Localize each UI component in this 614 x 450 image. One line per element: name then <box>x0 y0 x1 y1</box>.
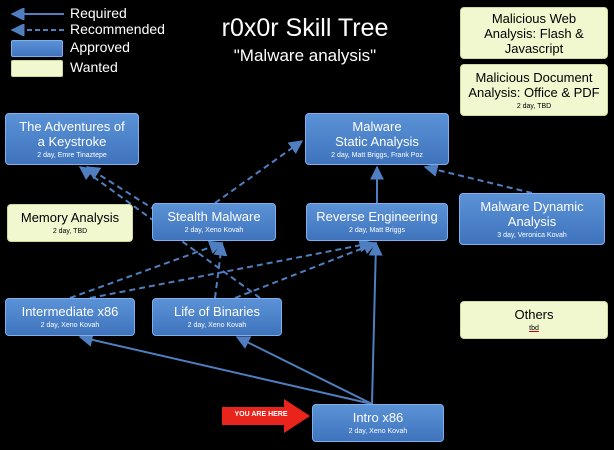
node-title: Life of Binaries <box>174 304 260 319</box>
node-reverse-engineering[interactable]: Reverse Engineering 2 day, Matt Briggs <box>306 203 448 241</box>
node-title: Malicious Document Analysis: Office & PD… <box>468 69 600 100</box>
required-arrow-icon <box>10 8 64 20</box>
node-adventures-of-a-keystroke[interactable]: The Adventures of a Keystroke 2 day, Emr… <box>5 113 139 165</box>
red-arrow-icon <box>222 399 310 433</box>
page-title: r0x0r Skill Tree <box>221 14 389 42</box>
you-are-here-label: YOU ARE HERE <box>234 411 288 418</box>
node-others[interactable]: Others tbd <box>460 301 608 339</box>
node-subtitle: 2 day, Xeno Kovah <box>40 322 100 329</box>
node-subtitle: 2 day, TBD <box>516 102 552 110</box>
node-subtitle: 2 day, Xeno Kovah <box>187 322 247 329</box>
node-title: Memory Analysis <box>20 210 120 225</box>
node-title: Malicious Web Analysis: Flash & Javascri… <box>484 10 584 56</box>
node-title: Intermediate x86 <box>21 304 119 319</box>
recommended-dashed-arrow-icon <box>10 24 64 36</box>
edge-intro-to-intermediate <box>78 332 373 405</box>
page-subtitle: "Malware analysis" <box>233 46 377 65</box>
node-subtitle: 2 day, Matt Briggs, Frank Poz <box>331 151 423 159</box>
legend-recommended-label: Recommended <box>70 21 165 37</box>
edge-intermediate-to-reverse <box>89 238 374 299</box>
node-subtitle: tbd <box>529 325 539 332</box>
edge-binaries-to-reverse <box>234 241 378 299</box>
node-subtitle: 2 day, Matt Briggs <box>349 227 405 234</box>
edge-dynamic-to-static <box>423 163 533 194</box>
node-malicious-web-analysis[interactable]: Malicious Web Analysis: Flash & Javascri… <box>460 7 608 59</box>
legend-approved-label: Approved <box>70 39 130 55</box>
node-title: Malware Dynamic Analysis <box>480 198 584 229</box>
node-title: Malware Static Analysis <box>335 118 419 149</box>
node-title: The Adventures of a Keystroke <box>19 118 125 149</box>
node-subtitle: 2 day, Emre Tinaztepe <box>37 151 107 159</box>
approved-swatch <box>11 40 63 57</box>
node-subtitle: 2 day, Xeno Kovah <box>184 227 244 234</box>
edge-intermediate-to-stealth <box>69 240 224 299</box>
legend-wanted-label: Wanted <box>70 59 118 75</box>
edge-stealth-to-static <box>214 140 304 204</box>
node-intro-x86[interactable]: Intro x86 2 day, Xeno Kovah <box>312 404 444 442</box>
legend-required-label: Required <box>70 5 127 21</box>
node-title: Reverse Engineering <box>316 209 438 224</box>
node-title: Intro x86 <box>352 410 404 425</box>
edge-intro-to-reverse <box>368 241 383 405</box>
node-subtitle: 3 day, Veronica Kovah <box>497 231 567 239</box>
edge-intro-to-binaries <box>235 336 373 405</box>
node-memory-analysis[interactable]: Memory Analysis 2 day, TBD <box>7 204 133 242</box>
node-title: Stealth Malware <box>167 209 261 224</box>
edge-binaries-to-stealth <box>213 241 228 299</box>
node-intermediate-x86[interactable]: Intermediate x86 2 day, Xeno Kovah <box>5 298 135 336</box>
node-life-of-binaries[interactable]: Life of Binaries 2 day, Xeno Kovah <box>152 298 282 336</box>
node-subtitle: 2 day, TBD <box>52 228 88 235</box>
node-malicious-document-analysis[interactable]: Malicious Document Analysis: Office & PD… <box>460 64 608 116</box>
you-are-here-marker: YOU ARE HERE <box>222 398 312 434</box>
node-subtitle: 2 day, Xeno Kovah <box>348 428 408 435</box>
node-title: Others <box>514 307 554 322</box>
wanted-swatch <box>11 60 63 77</box>
node-malware-dynamic-analysis[interactable]: Malware Dynamic Analysis 3 day, Veronica… <box>459 193 605 245</box>
node-malware-static-analysis[interactable]: Malware Static Analysis 2 day, Matt Brig… <box>305 113 449 165</box>
node-stealth-malware[interactable]: Stealth Malware 2 day, Xeno Kovah <box>152 203 276 241</box>
